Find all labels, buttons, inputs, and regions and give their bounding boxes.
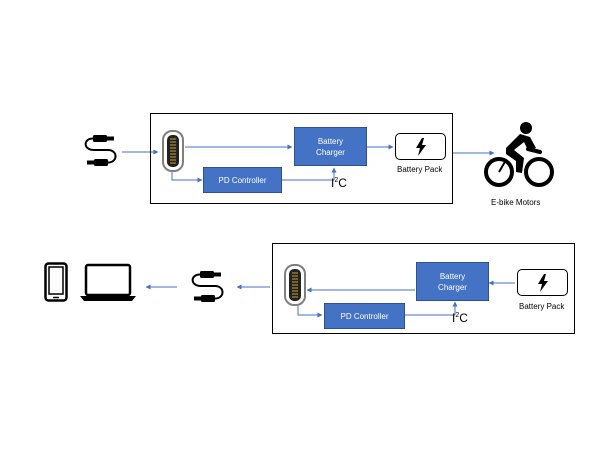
battery-pack-icon bbox=[395, 133, 446, 160]
smartphone-icon bbox=[44, 262, 68, 302]
i2c-label-bottom: I2C bbox=[452, 311, 468, 325]
usb-c-port-icon bbox=[284, 264, 306, 306]
battery-pack-label: Battery Pack bbox=[397, 165, 443, 174]
usb-c-port-icon bbox=[162, 130, 184, 172]
arrow-port-to-pd bbox=[171, 170, 203, 183]
lightning-bolt-icon bbox=[537, 273, 548, 292]
battery-charger-block: Battery Charger bbox=[294, 127, 367, 166]
top-system-frame bbox=[150, 113, 453, 204]
usb-cable-icon bbox=[191, 271, 224, 302]
laptop-icon bbox=[80, 263, 136, 301]
battery-pack-icon-bottom bbox=[517, 269, 568, 296]
pd-controller-block-bottom: PD Controller bbox=[324, 303, 405, 329]
battery-pack-label-bottom: Battery Pack bbox=[519, 302, 565, 311]
usb-cable-icon bbox=[84, 135, 117, 166]
arrow-port-to-pd-bottom bbox=[297, 306, 323, 318]
pd-controller-block: PD Controller bbox=[203, 167, 282, 193]
i2c-label: I2C bbox=[331, 176, 347, 190]
cyclist-icon bbox=[484, 122, 554, 187]
battery-charger-block-bottom: Battery Charger bbox=[416, 262, 489, 301]
bottom-system-frame bbox=[272, 243, 575, 334]
lightning-bolt-icon bbox=[415, 137, 426, 156]
e-bike-motors-label: E-bike Motors bbox=[491, 198, 541, 207]
